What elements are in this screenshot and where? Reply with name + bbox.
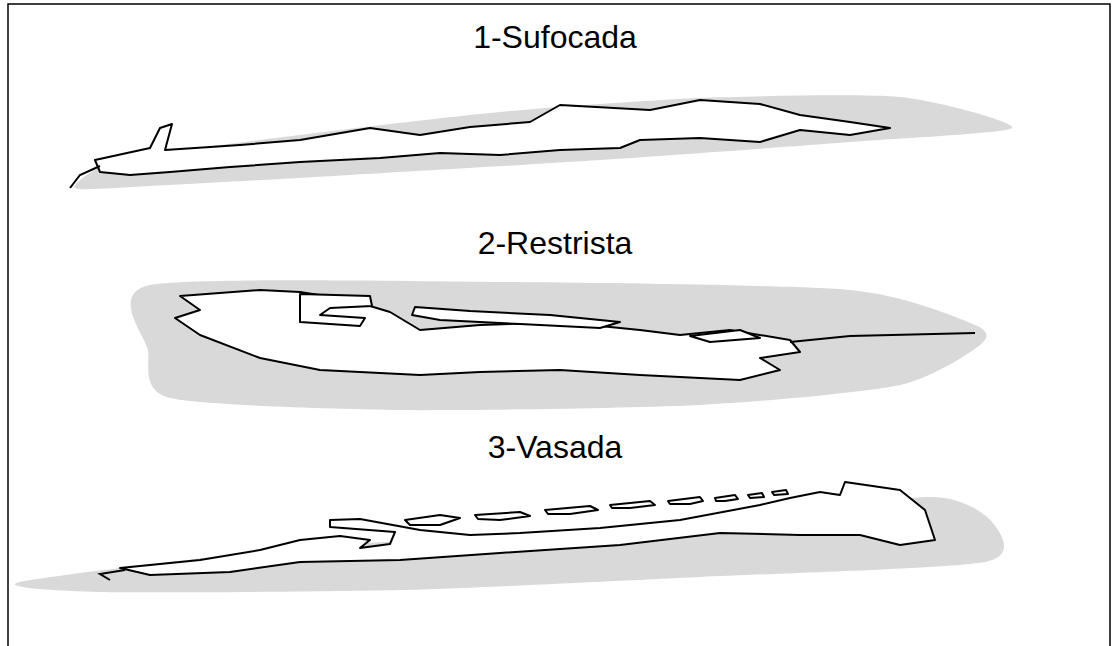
grey-zone: [131, 280, 987, 410]
type-title: 2-Restrista: [478, 226, 633, 261]
cavity-island: [412, 307, 620, 328]
grey-zone: [75, 95, 1013, 189]
cavity-island: [715, 495, 738, 501]
type-title: 1-Sufocada: [473, 20, 637, 55]
cavity-island: [475, 512, 530, 520]
type-title: 3-Vasada: [488, 430, 623, 465]
cavity-line: [70, 166, 100, 188]
frame: [8, 4, 1110, 646]
cavity-island: [405, 515, 460, 525]
cavity-line: [100, 570, 125, 580]
cavity-island: [545, 506, 598, 514]
vein-band: [70, 95, 1012, 189]
cavity-island: [772, 490, 788, 495]
cavity-island: [300, 294, 372, 326]
cavity-island: [690, 330, 760, 342]
cavity-island: [748, 493, 764, 498]
cavity-line: [790, 333, 975, 342]
cavity-island: [668, 497, 703, 504]
white-cavity: [95, 100, 890, 175]
white-cavity: [120, 482, 935, 575]
vein-band: [131, 280, 987, 410]
cavity-island: [610, 501, 655, 508]
white-cavity: [175, 290, 800, 380]
vein-band: [15, 482, 1004, 592]
